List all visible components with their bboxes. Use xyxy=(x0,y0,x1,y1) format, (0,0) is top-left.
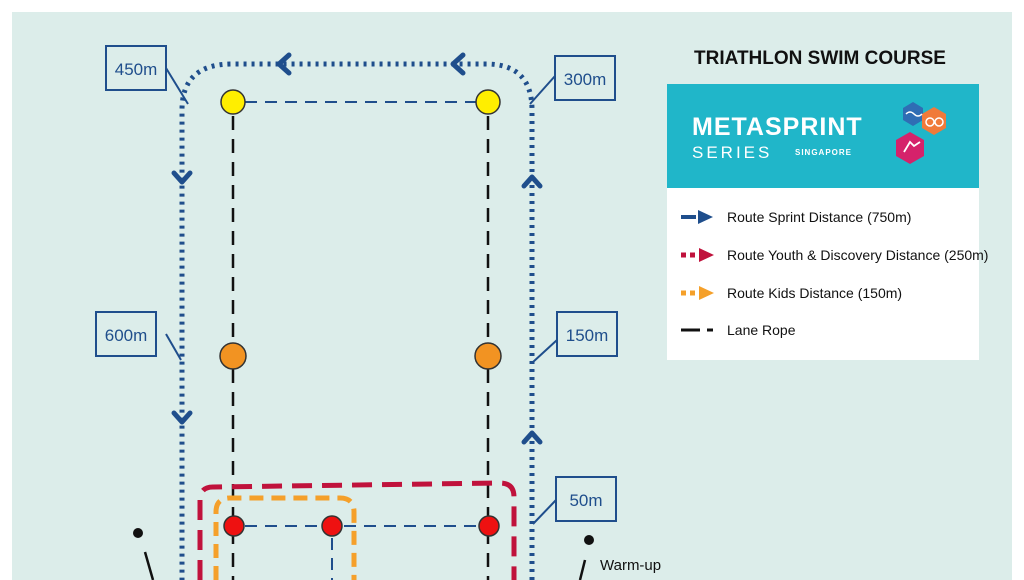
buoy-red xyxy=(321,515,343,537)
arrow-down-icon xyxy=(171,170,193,185)
warmup-markers: Warm-up xyxy=(133,528,661,580)
label-50m: 50m xyxy=(555,476,617,522)
label-300m-text: 300m xyxy=(564,70,607,89)
page-title: TRIATHLON SWIM COURSE xyxy=(694,48,946,69)
buoy-orange xyxy=(219,342,247,370)
kids-route xyxy=(213,495,357,580)
legend-label-youth: Route Youth & Discovery Distance (250m) xyxy=(727,247,988,263)
sprint-direction-arrows xyxy=(171,52,543,445)
run-hex-icon xyxy=(896,132,924,164)
logo-hexagons xyxy=(896,102,946,164)
buoy-red xyxy=(478,515,500,537)
label-300m: 300m xyxy=(554,55,616,101)
buoy-yellow xyxy=(220,89,246,115)
kids-arrow-icon xyxy=(699,286,714,300)
distance-labels xyxy=(165,67,558,525)
legend-item-youth: Route Youth & Discovery Distance (250m) xyxy=(681,247,988,263)
legend-label-lane-rope: Lane Rope xyxy=(727,322,796,338)
legend-item-lane-rope: Lane Rope xyxy=(681,322,796,338)
warmup-pin-right xyxy=(584,535,594,545)
label-150m-text: 150m xyxy=(566,326,609,345)
logo-series: SERIES xyxy=(692,143,772,162)
label-50m-text: 50m xyxy=(569,491,602,510)
label-450m: 450m xyxy=(105,45,167,91)
legend-panel: METASPRINT SERIES SINGAPORE Route Sprint… xyxy=(667,84,988,360)
label-600m: 600m xyxy=(95,311,157,357)
arrow-left-icon xyxy=(276,52,292,76)
warmup-pin-left xyxy=(133,528,143,538)
buoy-red xyxy=(223,515,245,537)
buoy-yellow xyxy=(475,89,501,115)
arrow-up-icon xyxy=(521,430,543,445)
label-450m-text: 450m xyxy=(115,60,158,79)
youth-route xyxy=(197,480,517,580)
arrow-down-icon xyxy=(171,410,193,425)
logo-country: SINGAPORE xyxy=(795,148,852,157)
warmup-label: Warm-up xyxy=(600,557,661,574)
legend-item-kids: Route Kids Distance (150m) xyxy=(681,285,902,301)
buoy-connectors xyxy=(245,101,476,580)
logo-banner xyxy=(667,84,979,188)
legend-label-kids: Route Kids Distance (150m) xyxy=(727,285,902,301)
legend-item-sprint: Route Sprint Distance (750m) xyxy=(681,209,911,225)
buoys xyxy=(219,89,502,537)
logo-name: METASPRINT xyxy=(692,113,863,141)
youth-arrow-icon xyxy=(699,248,714,262)
arrow-left-icon xyxy=(450,52,466,76)
label-150m: 150m xyxy=(556,311,618,357)
label-600m-text: 600m xyxy=(105,326,148,345)
buoy-orange xyxy=(474,342,502,370)
sprint-arrow-icon xyxy=(698,210,713,224)
sprint-route xyxy=(179,61,535,580)
legend-label-sprint: Route Sprint Distance (750m) xyxy=(727,209,911,225)
arrow-up-icon xyxy=(521,174,543,189)
